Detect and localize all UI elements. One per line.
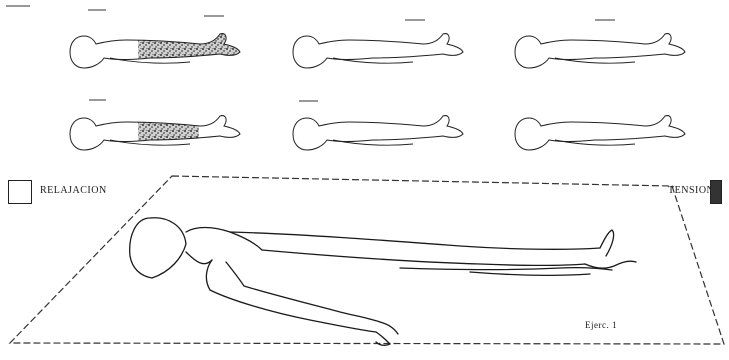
scan-marks: [6, 6, 615, 101]
relaxation-legend-swatch: [8, 180, 32, 204]
figure-caption: Ejerc. 1: [585, 320, 617, 330]
figure-arm: [110, 140, 190, 145]
figure-arm: [555, 58, 635, 63]
tension-legend-swatch: [710, 180, 722, 204]
large-figure: [130, 218, 636, 346]
figure-6: [515, 116, 685, 150]
figure-4: [70, 116, 240, 150]
figure-1: [70, 34, 240, 68]
figure-arm: [333, 140, 413, 145]
figure-2: [293, 34, 463, 68]
figure-3: [515, 34, 685, 68]
figure-arm: [555, 140, 635, 145]
figure-arm: [333, 58, 413, 63]
figure-arm: [110, 58, 190, 63]
relaxation-legend-label: RELAJACION: [40, 185, 107, 196]
figure-5: [293, 116, 463, 150]
tension-legend-label: TENSION: [668, 185, 714, 196]
